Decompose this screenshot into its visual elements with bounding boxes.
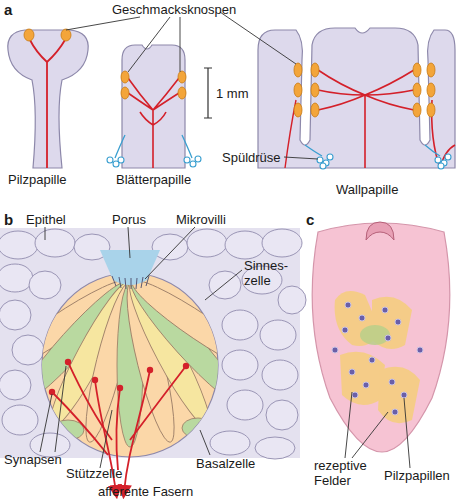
- callout-label: Pilzpapillen: [384, 468, 450, 483]
- callout-label: Basalzelle: [196, 456, 255, 471]
- callout-label: Epithel: [26, 212, 66, 227]
- taste-bud-section: [0, 228, 306, 492]
- dimension-label: 1 mm: [216, 86, 249, 101]
- leader-line: [345, 392, 410, 468]
- vallate-papilla: [258, 28, 455, 169]
- fungiform-papilla: [8, 29, 88, 168]
- leader-line: [40, 227, 242, 468]
- part-name: Pilzpapille: [8, 172, 67, 187]
- callout-label: Spüldrüse: [222, 150, 281, 165]
- callout-label: afferente Fasern: [98, 484, 193, 499]
- leader-line: [66, 12, 318, 159]
- callout-label: Synapsen: [4, 452, 62, 467]
- callout-label: Stützzelle: [66, 466, 122, 481]
- callout-label: rezeptive Felder: [314, 458, 378, 488]
- panel-letter: c: [306, 212, 314, 227]
- callout-label: Geschmacksknospen: [112, 2, 236, 17]
- foliate-papilla: [107, 45, 201, 168]
- part-name: Blätterpapille: [116, 172, 191, 187]
- part-name: Wallpapille: [336, 182, 398, 197]
- scale-bar: [204, 68, 212, 118]
- panel-letter: b: [4, 212, 13, 227]
- callout-label: Porus: [112, 212, 146, 227]
- callout-label: Mikrovilli: [176, 212, 226, 227]
- tongue-map: [312, 222, 450, 452]
- panel-letter: a: [4, 2, 12, 17]
- callout-label: Sinnes- zelle: [244, 258, 292, 288]
